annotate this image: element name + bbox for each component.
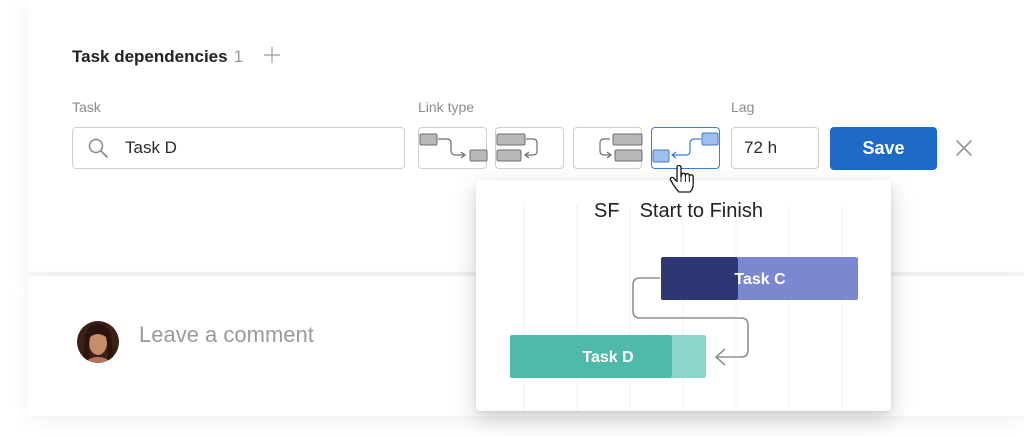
link-type-code: SF bbox=[594, 200, 620, 222]
link-type-name: Start to Finish bbox=[639, 200, 763, 222]
task-search-input[interactable]: Task D bbox=[72, 127, 405, 169]
task-c-bar-extension bbox=[738, 257, 858, 300]
task-d-label: Task D bbox=[582, 349, 633, 366]
task-d-bar bbox=[510, 335, 672, 378]
section-title: Task dependencies 1 bbox=[72, 46, 281, 68]
finish-to-finish-icon bbox=[496, 133, 538, 162]
dependency-count: 1 bbox=[233, 47, 244, 66]
section-title-text: Task dependencies bbox=[72, 47, 228, 66]
task-c-label: Task C bbox=[734, 271, 786, 288]
finish-to-start-icon bbox=[419, 133, 488, 162]
gantt-preview: Task C Task D bbox=[510, 205, 858, 411]
add-icon[interactable] bbox=[263, 46, 281, 68]
avatar bbox=[77, 321, 119, 363]
link-type-sf-button[interactable] bbox=[651, 127, 720, 169]
tooltip-title: SF Start to Finish bbox=[594, 200, 763, 223]
link-type-tooltip: Task C Task D SF Start to Finish bbox=[476, 180, 891, 411]
task-label: Task bbox=[72, 99, 101, 115]
lag-input[interactable]: 72 h bbox=[731, 127, 819, 169]
link-type-ff-button[interactable] bbox=[495, 127, 564, 169]
task-c-bar bbox=[661, 257, 738, 300]
search-icon bbox=[88, 138, 108, 158]
start-to-finish-icon bbox=[652, 132, 719, 163]
link-type-ss-button[interactable] bbox=[573, 127, 643, 169]
comment-input[interactable]: Leave a comment bbox=[139, 322, 314, 347]
save-button[interactable]: Save bbox=[830, 127, 937, 170]
task-input-value: Task D bbox=[125, 138, 177, 157]
start-to-start-icon bbox=[599, 133, 643, 162]
hand-cursor-icon bbox=[669, 164, 694, 193]
link-type-fs-button[interactable] bbox=[418, 127, 488, 169]
lag-input-value: 72 h bbox=[744, 138, 778, 157]
link-type-label: Link type bbox=[418, 99, 475, 115]
task-d-bar-extension bbox=[672, 335, 706, 378]
close-icon[interactable] bbox=[954, 138, 974, 158]
lag-label: Lag bbox=[731, 99, 755, 115]
